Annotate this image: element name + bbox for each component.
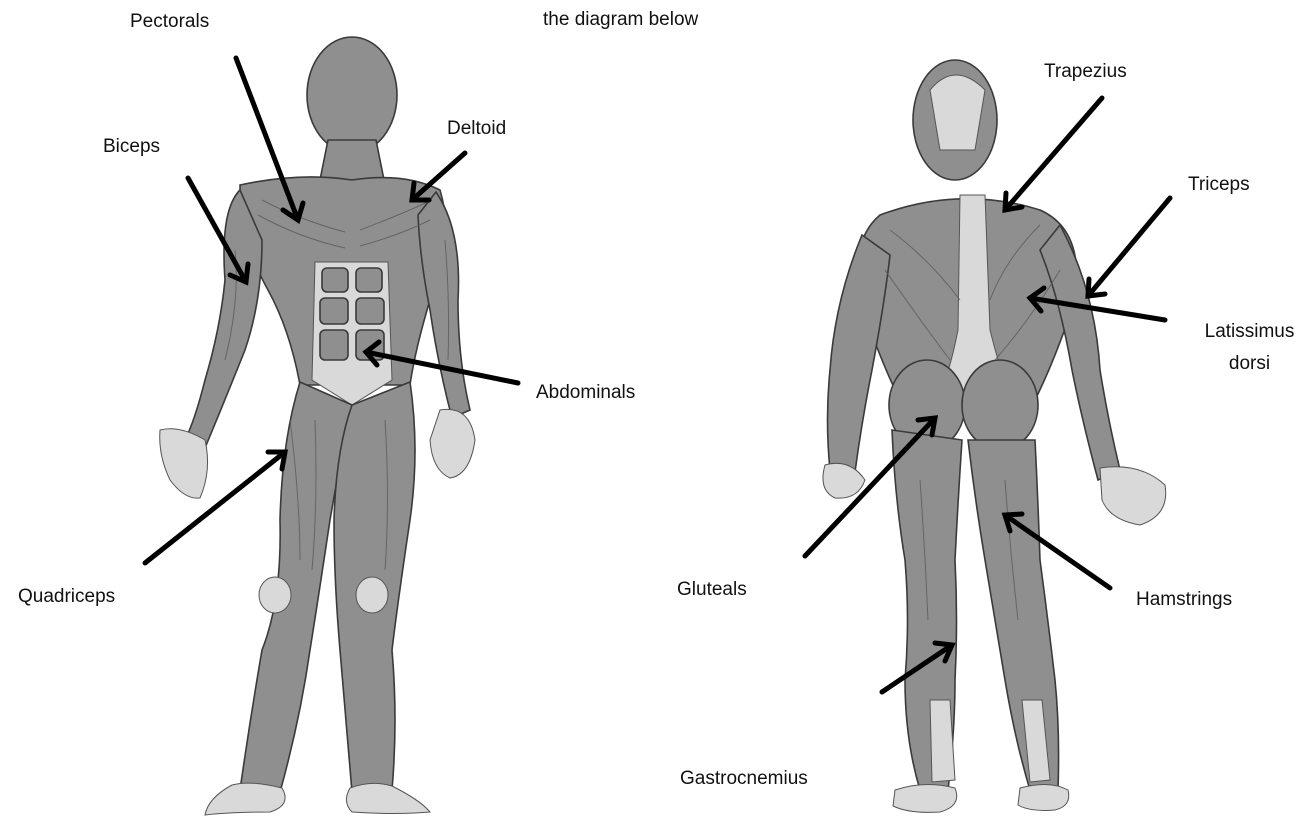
front-neck xyxy=(320,140,384,180)
front-hand-left xyxy=(160,429,208,498)
label-hamstrings: Hamstrings xyxy=(1136,588,1232,612)
trapezius-arrow xyxy=(1005,98,1102,210)
label-biceps: Biceps xyxy=(103,135,160,159)
label-gastrocnemius: Gastrocnemius xyxy=(680,767,808,791)
front-figure xyxy=(160,37,475,815)
triceps-arrow xyxy=(1088,198,1170,296)
back-achilles-left xyxy=(930,700,955,782)
back-hair-lines xyxy=(930,75,985,150)
front-head xyxy=(307,37,397,153)
front-hand-right xyxy=(430,409,475,478)
back-figure xyxy=(823,60,1166,812)
label-pectorals: Pectorals xyxy=(130,10,209,34)
label-triceps: Triceps xyxy=(1188,173,1250,197)
label-latissimus-line1: Latissimus xyxy=(1193,320,1306,344)
label-latissimus-line2: dorsi xyxy=(1193,352,1306,376)
label-deltoid: Deltoid xyxy=(447,117,506,141)
label-quadriceps: Quadriceps xyxy=(18,585,115,609)
back-hand-right xyxy=(1100,467,1166,525)
label-trapezius: Trapezius xyxy=(1044,60,1127,84)
front-knee-left xyxy=(259,577,291,613)
label-gluteals: Gluteals xyxy=(677,578,747,602)
back-foot-right xyxy=(1018,784,1069,810)
front-knee-right xyxy=(356,577,388,613)
back-foot-left xyxy=(893,784,957,812)
label-latissimus-dorsi: Latissimus dorsi xyxy=(1193,320,1306,376)
back-hand-left xyxy=(823,463,865,498)
diagram-caption: the diagram below xyxy=(543,8,698,32)
front-foot-right xyxy=(346,783,430,813)
back-glute-right xyxy=(962,360,1038,450)
label-abdominals: Abdominals xyxy=(536,381,635,405)
front-arm-left xyxy=(185,190,262,448)
front-foot-left xyxy=(205,783,285,815)
